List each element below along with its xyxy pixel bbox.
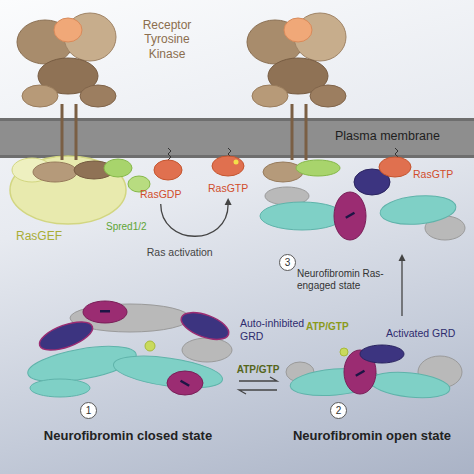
neurofibromin-open-part xyxy=(360,345,404,363)
neurofibromin-open-part xyxy=(340,348,348,356)
edge-label: ATP/GTP xyxy=(237,364,280,376)
connector-line xyxy=(161,204,228,236)
protein-label: Spred1/2 xyxy=(106,221,147,233)
receptor-tyrosine-kinase-part xyxy=(80,85,116,107)
spred-protein xyxy=(104,159,150,192)
text-slot: Ras activation xyxy=(147,246,213,259)
text-slot: ATP/GTP xyxy=(237,364,280,376)
text-slot: RasGTP xyxy=(413,168,453,181)
state-caption: Neurofibromin Ras-engaged state xyxy=(297,268,389,292)
plasma-membrane-band-part xyxy=(0,118,474,121)
receptor-tyrosine-kinase-part xyxy=(291,104,294,160)
nucleotide-label: ATP/GTP xyxy=(306,321,349,333)
text-slot: ATP/GTP xyxy=(306,321,349,333)
neurofibromin-closed-part xyxy=(100,310,110,313)
neurofibromin-open-part xyxy=(369,369,451,401)
neurofibromin-ras-engaged-part xyxy=(345,212,355,219)
protein-label: RasGEF xyxy=(16,229,62,243)
connector xyxy=(161,198,232,236)
text-slot: Neurofibromin open state xyxy=(280,428,464,444)
receptor-tyrosine-kinase-part xyxy=(252,85,288,107)
spred-protein-part xyxy=(104,159,132,177)
ras-gtp-node: RasGTP xyxy=(206,178,250,196)
connector-line xyxy=(239,390,277,394)
neurofibromin-closed-part xyxy=(36,316,96,356)
neurofibromin-closed-part xyxy=(145,341,155,351)
ras-proteins xyxy=(154,148,244,180)
text-slot: 1 xyxy=(80,402,97,419)
neurofibromin-ras-engaged-part xyxy=(395,148,398,157)
domain-label: Activated GRD xyxy=(386,327,455,340)
ras-proteins-part xyxy=(234,160,239,165)
text-slot: Neurofibromin closed state xyxy=(20,428,236,444)
callout-number: 2 xyxy=(330,402,347,419)
ras-proteins-part xyxy=(212,156,244,176)
neurofibromin-closed-part xyxy=(180,380,190,387)
protein-label: RasGDP xyxy=(140,188,181,200)
domain-label: Auto-inhibited GRD xyxy=(240,317,310,342)
neurofibromin-closed-part xyxy=(83,301,127,323)
text-slot: Neurofibromin Ras-engaged state xyxy=(297,268,389,292)
neurofibromin-ras-engaged-part xyxy=(379,193,457,228)
receptor-tyrosine-kinase-part xyxy=(61,104,64,160)
state-region: 1Neurofibromin closed state xyxy=(20,300,236,455)
text-slot: Spred1/2 xyxy=(106,221,147,233)
text-slot: Activated GRD xyxy=(386,327,455,340)
neurofibromin-ras-engaged-part xyxy=(334,192,366,240)
receptor-tyrosine-kinase-part xyxy=(305,104,308,160)
text-slot: Plasma membrane xyxy=(335,129,440,144)
neurofibromin-closed xyxy=(25,301,232,397)
connector xyxy=(399,254,406,316)
callout-number: 3 xyxy=(279,254,296,271)
receptor-tyrosine-kinase xyxy=(247,13,346,160)
plasma-membrane-band-part xyxy=(0,118,474,158)
text-slot: Auto-inhibited GRD xyxy=(240,317,310,342)
connector-line xyxy=(401,260,402,316)
receptor-tyrosine-kinase-part xyxy=(54,18,82,42)
edge-label: Ras activation xyxy=(147,246,213,259)
protein-label: RasGTP xyxy=(208,182,248,194)
membrane-label: Plasma membrane xyxy=(335,129,440,144)
text-slot: 3 xyxy=(279,254,296,271)
neurofibromin-closed-part xyxy=(178,307,233,345)
state-caption: Neurofibromin open state xyxy=(280,428,464,444)
neurofibromin-ras-engaged-part xyxy=(379,157,411,177)
connector-line xyxy=(239,377,277,381)
connector xyxy=(239,377,277,394)
callout-number: 1 xyxy=(80,402,97,419)
text-slot: RasGEF xyxy=(16,229,62,243)
state-caption: Neurofibromin closed state xyxy=(20,428,236,444)
receptor-tyrosine-kinase-part xyxy=(75,104,78,160)
neurofibromin-open-part xyxy=(355,370,365,377)
text-slot: 2 xyxy=(330,402,347,419)
ras-proteins-part xyxy=(168,148,171,160)
arrowhead xyxy=(399,254,406,261)
text-slot: Receptor Tyrosine Kinase xyxy=(130,18,204,61)
neurofibromin-closed-part xyxy=(182,338,232,362)
receptor-tyrosine-kinase-part xyxy=(22,85,58,107)
protein-label: Receptor Tyrosine Kinase xyxy=(130,18,204,61)
receptor-tyrosine-kinase-part xyxy=(284,18,312,42)
state-region: 3Neurofibromin Ras-engaged state xyxy=(255,140,465,252)
membrane-band: Plasma membrane xyxy=(0,118,474,158)
receptor-tyrosine-kinase-part xyxy=(310,85,346,107)
neurofibromin-closed-part xyxy=(30,379,90,397)
neurofibromin-ras-engaged xyxy=(260,148,465,240)
receptor-tyrosine-kinase xyxy=(17,13,116,182)
protein-label: RasGTP xyxy=(413,168,453,181)
plasma-membrane-band xyxy=(0,118,474,158)
ras-gdp-node: RasGDP xyxy=(138,184,183,202)
neurofibromin-ras-engaged-part xyxy=(260,202,344,230)
neurofibromin-ras-engaged-part xyxy=(296,160,340,176)
neurofibromin-closed-part xyxy=(167,371,203,395)
receptor-tyrosine-kinase-part xyxy=(33,162,77,182)
ras-proteins-part xyxy=(154,160,182,180)
arrowhead xyxy=(225,198,232,205)
neurofibromin-open xyxy=(286,345,462,401)
